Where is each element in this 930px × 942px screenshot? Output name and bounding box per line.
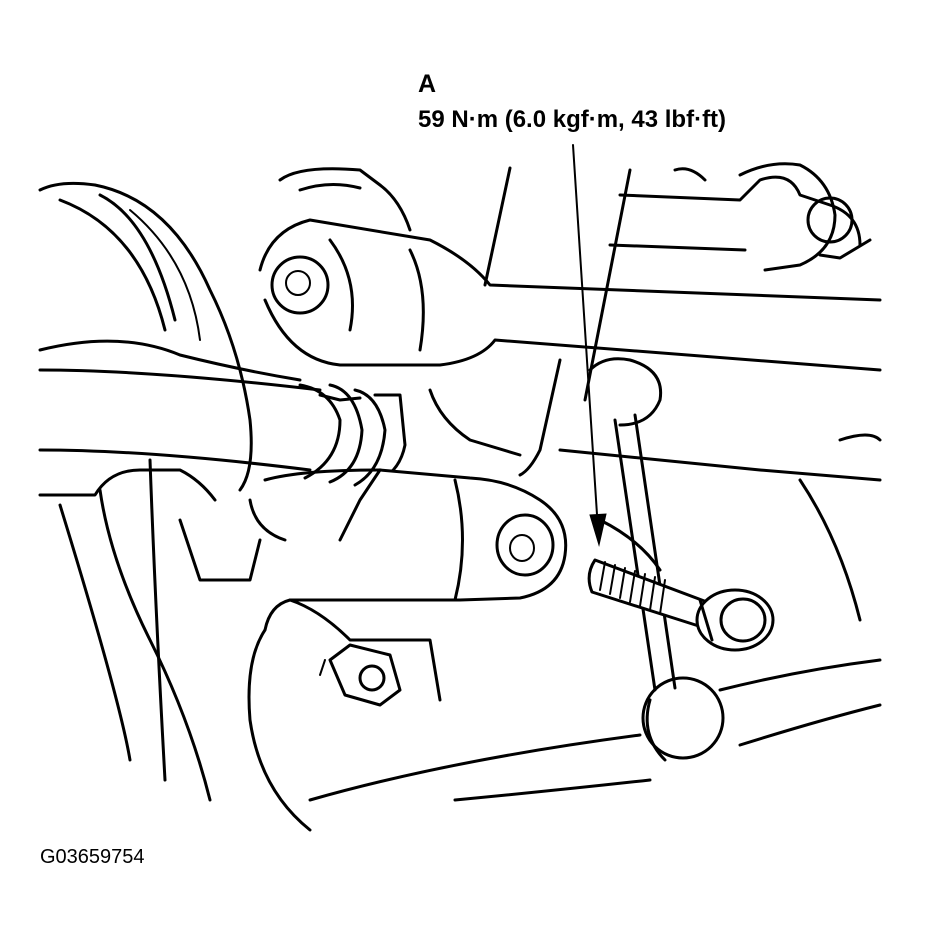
wheel-hub [38, 181, 302, 802]
lower-control-arm [248, 468, 568, 631]
callout-letter-a: A [418, 70, 437, 98]
stabilizer-link [588, 357, 725, 762]
upper-tie-rod [258, 162, 882, 372]
torque-spec-label: 59 N·m (6.0 kgf·m, 43 lbf·ft) [418, 106, 727, 133]
flange-bolt [587, 558, 775, 652]
callout-arrow [572, 144, 607, 547]
knuckle [428, 166, 632, 477]
figure-id: G03659754 [40, 846, 145, 868]
drive-shaft [38, 368, 407, 487]
lower-subframe [247, 433, 882, 832]
flange-nut [319, 643, 402, 707]
